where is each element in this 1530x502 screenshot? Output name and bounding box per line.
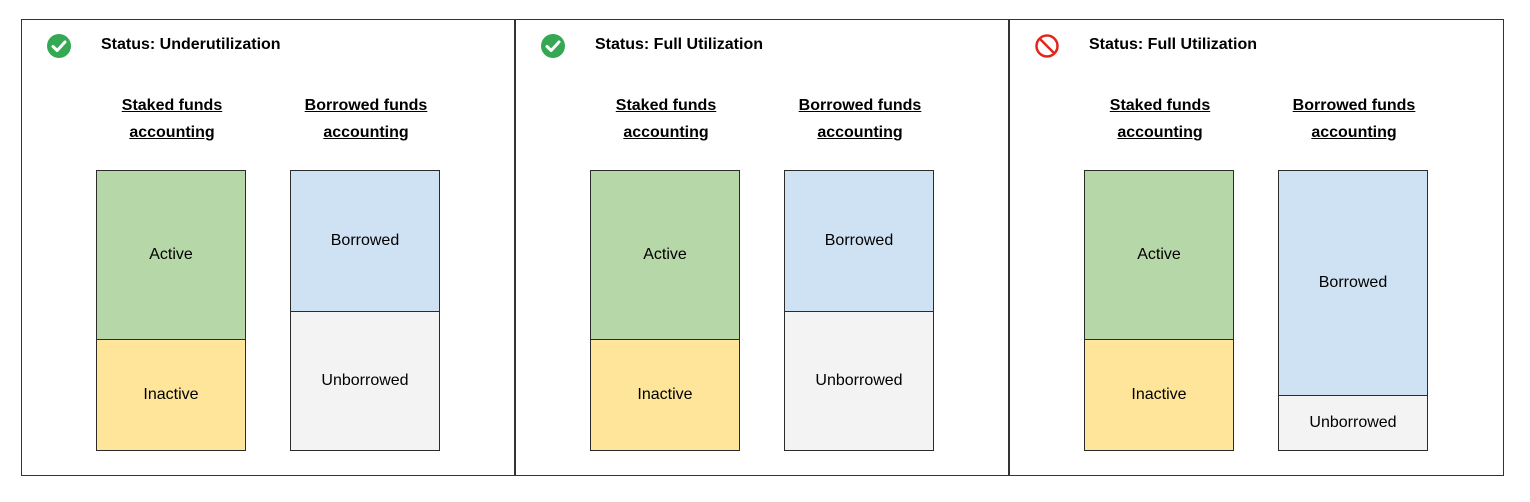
unborrowed-segment: Unborrowed xyxy=(1278,395,1428,451)
prohibited-icon xyxy=(1034,33,1060,59)
borrowed-segment: Borrowed xyxy=(1278,170,1428,396)
unborrowed-segment: Unborrowed xyxy=(784,311,934,451)
active-segment: Active xyxy=(590,170,740,340)
borrowed-segment: Borrowed xyxy=(290,170,440,312)
active-segment: Active xyxy=(96,170,246,340)
unborrowed-segment: Unborrowed xyxy=(290,311,440,451)
status-title: Status: Full Utilization xyxy=(1089,36,1257,53)
borrowed-segment: Borrowed xyxy=(784,170,934,312)
inactive-segment: Inactive xyxy=(1084,339,1234,451)
status-title: Status: Underutilization xyxy=(101,36,281,53)
inactive-segment: Inactive xyxy=(590,339,740,451)
active-segment: Active xyxy=(1084,170,1234,340)
check-circle-icon xyxy=(46,33,72,59)
inactive-segment: Inactive xyxy=(96,339,246,451)
check-circle-icon xyxy=(540,33,566,59)
status-title: Status: Full Utilization xyxy=(595,36,763,53)
